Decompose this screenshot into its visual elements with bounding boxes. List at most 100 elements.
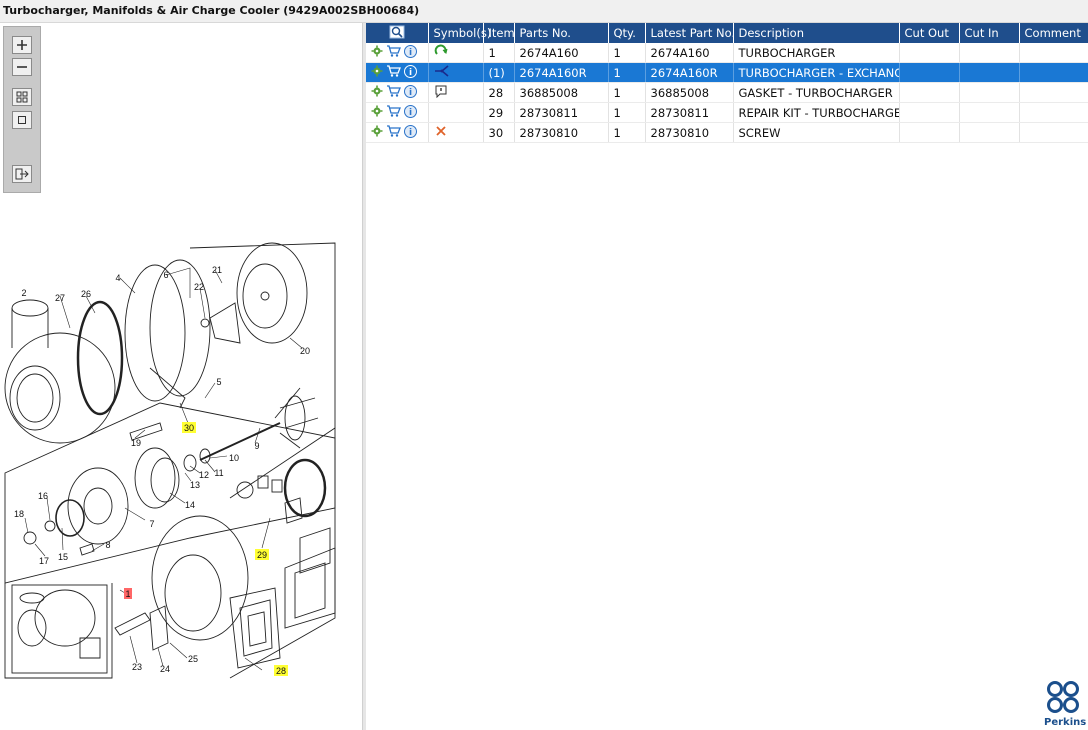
- column-header-search[interactable]: [366, 23, 429, 43]
- item-cell[interactable]: (1): [483, 62, 515, 83]
- shopping-cart-icon[interactable]: [386, 85, 401, 100]
- callout-30[interactable]: 30: [184, 423, 194, 433]
- callout-12[interactable]: 12: [199, 470, 209, 480]
- column-header-parts-no[interactable]: Parts No.: [514, 23, 609, 43]
- description-cell[interactable]: REPAIR KIT - TURBOCHARGER: [733, 102, 900, 123]
- symbol-cell[interactable]: [428, 43, 484, 63]
- column-header-cut-in[interactable]: Cut In: [959, 23, 1020, 43]
- callout-10[interactable]: 10: [229, 453, 239, 463]
- info-icon[interactable]: i: [404, 64, 417, 81]
- settings-icon[interactable]: [371, 45, 383, 60]
- qty-cell[interactable]: 1: [608, 122, 646, 143]
- latest-part-no-cell[interactable]: 28730811: [645, 102, 734, 123]
- item-cell[interactable]: 29: [483, 102, 515, 123]
- symbol-cell[interactable]: [428, 122, 484, 143]
- latest-part-no-cell[interactable]: 2674A160R: [645, 62, 734, 83]
- item-cell[interactable]: 30: [483, 122, 515, 143]
- column-header-description[interactable]: Description: [733, 23, 900, 43]
- column-header-latest-part-no[interactable]: Latest Part No.: [645, 23, 735, 43]
- callout-27[interactable]: 27: [55, 293, 65, 303]
- callout-25[interactable]: 25: [188, 654, 198, 664]
- zoom-in-button[interactable]: [12, 36, 32, 54]
- qty-cell[interactable]: 1: [608, 62, 646, 83]
- callout-17[interactable]: 17: [39, 556, 49, 566]
- cut-in-cell[interactable]: [959, 122, 1020, 143]
- callout-8[interactable]: 8: [105, 540, 110, 550]
- info-icon[interactable]: i: [404, 84, 417, 101]
- info-icon[interactable]: i: [404, 44, 417, 61]
- parts-no-cell[interactable]: 28730810: [514, 122, 609, 143]
- callout-24[interactable]: 24: [160, 664, 170, 674]
- latest-part-no-cell[interactable]: 36885008: [645, 82, 734, 103]
- comment-cell[interactable]: [1019, 62, 1088, 83]
- comment-cell[interactable]: [1019, 43, 1088, 63]
- comment-cell[interactable]: [1019, 122, 1088, 143]
- callout-21[interactable]: 21: [212, 265, 222, 275]
- callout-19[interactable]: 19: [131, 438, 141, 448]
- shopping-cart-icon[interactable]: [386, 105, 401, 120]
- column-header-cut-out[interactable]: Cut Out: [899, 23, 960, 43]
- parts-no-cell[interactable]: 28730811: [514, 102, 609, 123]
- callout-26[interactable]: 26: [81, 289, 91, 299]
- callout-29[interactable]: 29: [257, 550, 267, 560]
- export-button[interactable]: [12, 165, 32, 183]
- comment-cell[interactable]: [1019, 102, 1088, 123]
- exploded-parts-diagram[interactable]: 2 27 26 4 6 21 22 20 5 30 19 9 10 11 12 …: [0, 218, 362, 688]
- settings-icon[interactable]: [371, 125, 383, 140]
- cut-out-cell[interactable]: [899, 62, 960, 83]
- description-cell[interactable]: GASKET - TURBOCHARGER: [733, 82, 900, 103]
- description-cell[interactable]: SCREW: [733, 122, 900, 143]
- column-header-symbols[interactable]: Symbol(s): [428, 23, 491, 43]
- callout-6[interactable]: 6: [163, 270, 168, 280]
- description-cell[interactable]: TURBOCHARGER: [733, 43, 900, 63]
- callout-28[interactable]: 28: [276, 666, 286, 676]
- callout-14[interactable]: 14: [185, 500, 195, 510]
- comment-cell[interactable]: [1019, 82, 1088, 103]
- column-header-qty[interactable]: Qty.: [608, 23, 646, 43]
- qty-cell[interactable]: 1: [608, 82, 646, 103]
- info-icon[interactable]: i: [404, 104, 417, 121]
- callout-7[interactable]: 7: [149, 519, 154, 529]
- callout-23[interactable]: 23: [132, 662, 142, 672]
- callout-5[interactable]: 5: [216, 377, 221, 387]
- symbol-cell[interactable]: [428, 62, 484, 83]
- cut-in-cell[interactable]: [959, 102, 1020, 123]
- latest-part-no-cell[interactable]: 2674A160: [645, 43, 734, 63]
- qty-cell[interactable]: 1: [608, 102, 646, 123]
- shopping-cart-icon[interactable]: [386, 45, 401, 60]
- callout-9[interactable]: 9: [254, 441, 259, 451]
- symbol-cell[interactable]: [428, 102, 484, 123]
- parts-no-cell[interactable]: 2674A160: [514, 43, 609, 63]
- column-header-comment[interactable]: Comment: [1019, 23, 1088, 43]
- settings-icon[interactable]: [371, 85, 383, 100]
- cut-in-cell[interactable]: [959, 82, 1020, 103]
- callout-4[interactable]: 4: [115, 273, 120, 283]
- zoom-out-button[interactable]: [12, 58, 32, 76]
- qty-cell[interactable]: 1: [608, 43, 646, 63]
- callout-11[interactable]: 11: [214, 468, 223, 478]
- item-cell[interactable]: 1: [483, 43, 515, 63]
- callout-18[interactable]: 18: [14, 509, 24, 519]
- item-cell[interactable]: 28: [483, 82, 515, 103]
- parts-no-cell[interactable]: 36885008: [514, 82, 609, 103]
- settings-icon[interactable]: [371, 105, 383, 120]
- latest-part-no-cell[interactable]: 28730810: [645, 122, 734, 143]
- description-cell[interactable]: TURBOCHARGER - EXCHANGE: [733, 62, 900, 83]
- shopping-cart-icon[interactable]: [386, 65, 401, 80]
- cut-out-cell[interactable]: [899, 43, 960, 63]
- parts-no-cell[interactable]: 2674A160R: [514, 62, 609, 83]
- shopping-cart-icon[interactable]: [386, 125, 401, 140]
- callout-15[interactable]: 15: [58, 552, 68, 562]
- cut-in-cell[interactable]: [959, 43, 1020, 63]
- callout-20[interactable]: 20: [300, 346, 310, 356]
- cut-out-cell[interactable]: [899, 102, 960, 123]
- callout-13[interactable]: 13: [190, 480, 200, 490]
- fit-window-button[interactable]: [12, 111, 32, 129]
- cut-in-cell[interactable]: [959, 62, 1020, 83]
- cut-out-cell[interactable]: [899, 122, 960, 143]
- callout-16[interactable]: 16: [38, 491, 48, 501]
